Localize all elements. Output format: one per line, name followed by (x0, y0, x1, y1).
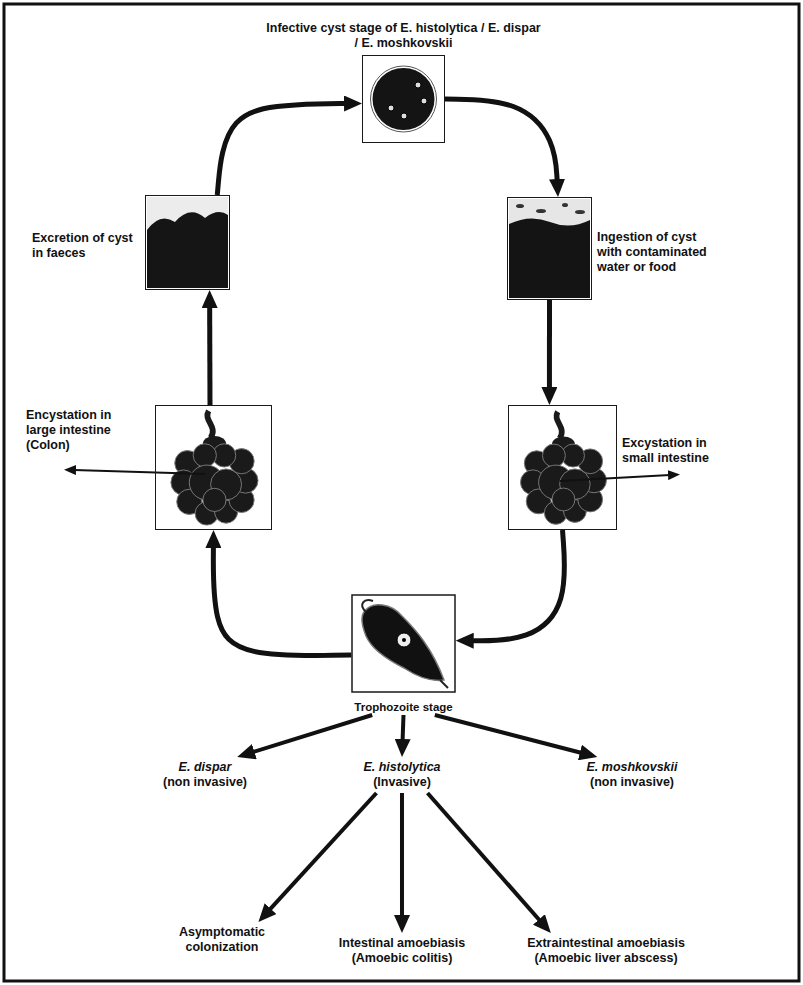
node-text: Intestinal amoebiasis (Amoebic colitis) (330, 936, 474, 966)
leader-line (74, 470, 205, 474)
ingestion-picture (509, 199, 590, 298)
cycle-arrow (470, 530, 565, 641)
cell-tail (440, 680, 448, 688)
excystation-stage: Excystation in small intestine (508, 405, 617, 530)
species-label: E. moshkovskii(non invasive) (582, 757, 681, 793)
cycle-arrow (547, 300, 552, 391)
cycle-arrow (207, 304, 212, 405)
species-label: E. dispar(non invasive) (159, 757, 251, 793)
species-label: E. histolytica(Invasive) (359, 757, 444, 793)
stage-caption: Trophozoite stage (354, 700, 452, 715)
cycle-arrow (213, 544, 351, 656)
node-text: E. histolytica (363, 760, 440, 775)
cycle-arrow (268, 793, 377, 912)
node-text: (non invasive) (163, 775, 247, 790)
trophozoite-picture (352, 595, 455, 692)
faeces (147, 212, 228, 288)
excretion-picture (147, 197, 228, 288)
leader-line (560, 475, 670, 481)
speck (562, 203, 568, 207)
large-intestine-picture (171, 411, 258, 525)
cycle-arrow (400, 793, 404, 919)
cyst-nucleus (421, 98, 427, 104)
cyst-wall (371, 66, 437, 132)
small-intestine-picture (521, 412, 607, 525)
sky (509, 199, 590, 298)
picture-frame (352, 595, 455, 692)
ingestion-stage: Ingestion of cyst with contaminated wate… (507, 197, 592, 300)
trophozoite-cell (362, 605, 444, 681)
cycle-arrow (217, 104, 348, 195)
cyst-nucleus (415, 82, 421, 88)
encystation-stage: Encystation in large intestine (Colon) (155, 405, 272, 530)
nucleus (397, 633, 411, 647)
node-text: (non invasive) (586, 775, 677, 790)
cyst-stage: Infective cyst stage of E. histolytica /… (362, 55, 445, 143)
stage-caption: Ingestion of cyst with contaminated wate… (597, 230, 719, 275)
cycle-arrow (428, 793, 542, 922)
speck (536, 209, 546, 213)
outcome-label: Intestinal amoebiasis (Amoebic colitis) (326, 933, 478, 969)
water (509, 218, 590, 298)
node-text: E. moshkovskii (586, 760, 677, 775)
cycle-arrow (435, 715, 584, 753)
cycle-arrow (251, 715, 373, 753)
page-frame (4, 4, 799, 981)
node-text: E. dispar (163, 760, 247, 775)
stage-caption: Excystation in small intestine (622, 436, 737, 466)
cycle-arrow (445, 99, 557, 183)
cyst-nucleus (401, 113, 407, 119)
node-text: (Invasive) (363, 775, 440, 790)
stage-caption: Excretion of cyst in faeces (32, 231, 140, 261)
node-text: Extraintestinal amoebiasis (Amoebic live… (518, 936, 694, 966)
ground (147, 197, 228, 288)
speck (516, 204, 524, 208)
cycle-arrow (402, 715, 403, 743)
excretion-stage: Excretion of cyst in faeces (145, 195, 230, 290)
node-text: Asymptomatic colonization (174, 925, 270, 955)
stage-caption: Encystation in large intestine (Colon) (26, 408, 136, 453)
stage-caption: Infective cyst stage of E. histolytica /… (264, 21, 544, 51)
speck (575, 210, 585, 214)
trophozoite-stage: Trophozoite stage (351, 595, 455, 715)
cyst-picture (371, 66, 437, 132)
cyst-body (373, 68, 435, 130)
cyst-nucleus (388, 105, 394, 111)
pseudopod (362, 600, 373, 612)
karyosome (402, 638, 406, 642)
outcome-label: Extraintestinal amoebiasis (Amoebic live… (514, 933, 698, 969)
outcome-label: Asymptomatic colonization (170, 922, 274, 958)
